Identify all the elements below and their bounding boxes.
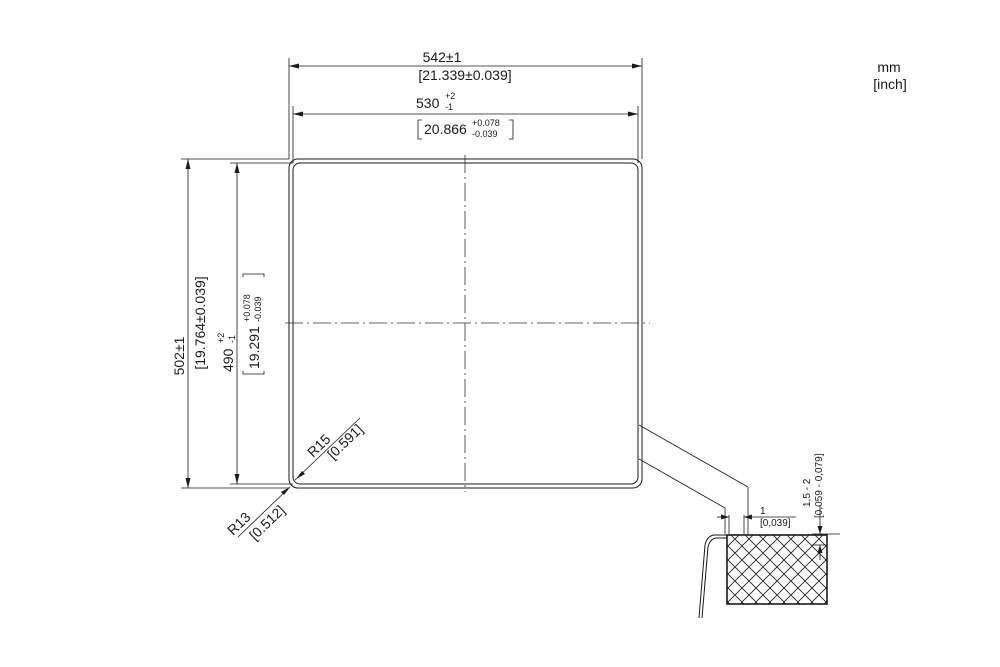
outer-radius-callout: R13 [0.512] (224, 486, 291, 543)
inner-height-inch-tol-minus: -0.039 (253, 296, 263, 322)
units-inch: [inch] (873, 76, 906, 92)
inner-height-dimension: 490 +2 -1 19.291 +0.078 -0.039 (216, 162, 293, 485)
svg-text:530: 530 (416, 95, 440, 111)
inner-height-inch: 19.291 (246, 326, 262, 369)
inner-width-tol-plus: +2 (445, 91, 455, 101)
inner-width-inch-tol-plus: +0.078 (472, 118, 500, 128)
inner-height-inch-tol-plus: +0.078 (242, 294, 252, 322)
inner-width-inch-tol-minus: -0.039 (472, 129, 498, 139)
inner-width-tol-minus: -1 (445, 102, 453, 112)
inner-width-dimension: 530 +2 -1 20.866 +0.078 -0.039 (292, 91, 639, 163)
outer-height-inch: [19.764±0.039] (192, 276, 208, 369)
outer-radius-inch: [0.512] (246, 502, 288, 543)
rim-gap-mm: 1 (760, 506, 766, 517)
outer-width-dimension: 542±1 [21.339±0.039] (288, 49, 643, 159)
rim-height-inch: [0,059 - 0,079] (814, 453, 825, 518)
outer-width-mm: 542±1 (423, 49, 462, 65)
inner-radius-callout: R15 [0.591] (294, 417, 366, 481)
sink-rim-profile (698, 534, 727, 619)
rim-height-mm: 1,5 - 2 (802, 478, 813, 507)
rim-gap-inch: [0,039] (760, 518, 791, 529)
inner-width-inch: 20.866 (424, 121, 467, 137)
inner-height-tol-plus: +2 (216, 333, 226, 343)
rim-detail: 1 [0,039] 1,5 - 2 [0,059 - 0,079] (698, 453, 840, 619)
center-lines (285, 155, 650, 492)
inner-width-mm: 530 (416, 95, 440, 111)
sink-outline (288, 158, 643, 489)
detail-leader-lines (638, 424, 749, 534)
outer-width-inch: [21.339±0.039] (418, 67, 511, 83)
inner-height-tol-minus: -1 (227, 335, 237, 343)
outer-height-dimension: 502±1 [19.764±0.039] (171, 158, 289, 489)
inner-height-mm: 490 (220, 348, 236, 372)
outer-height-mm: 502±1 (171, 336, 187, 375)
units-mm: mm (877, 59, 900, 75)
